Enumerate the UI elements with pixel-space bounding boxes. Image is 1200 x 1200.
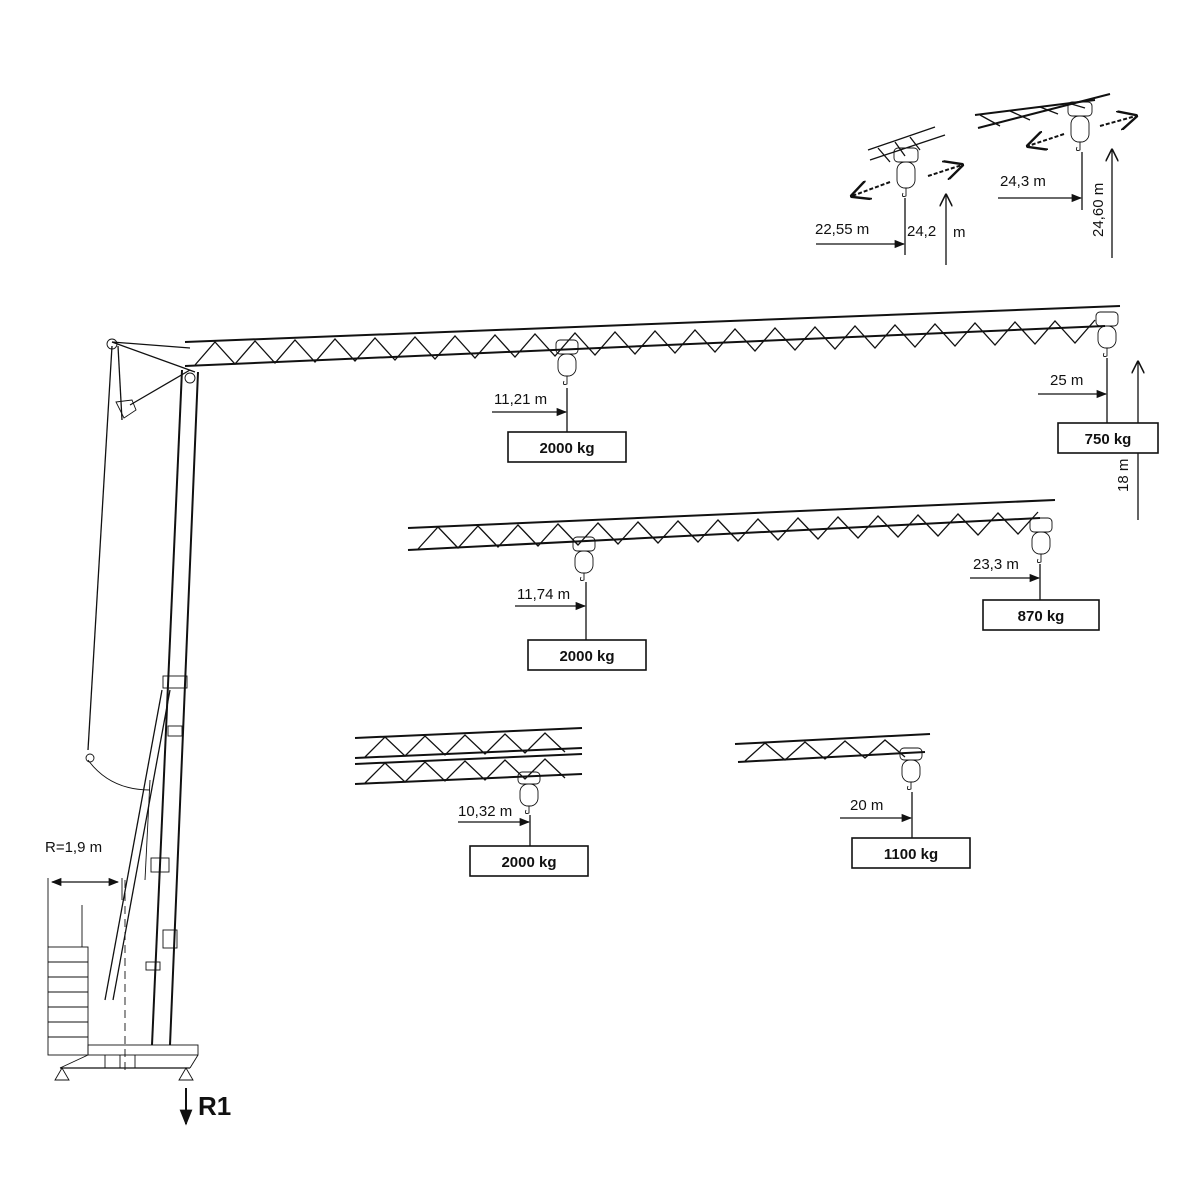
radius-second-tip: 23,3 m: [973, 556, 1019, 573]
load-second-tip: 870 kg: [1018, 608, 1065, 625]
height-top-left-value: 24,2: [907, 223, 936, 240]
reaction-label: R1: [198, 1091, 231, 1121]
second-jib: [407, 499, 1056, 640]
height-top-left-unit: m: [953, 224, 966, 241]
load-box-second-tip: [982, 599, 1100, 631]
radius-main-mid: 11,21 m: [494, 391, 547, 408]
load-main-mid: 2000 kg: [539, 440, 594, 457]
crane-mast: [47, 338, 199, 1126]
load-box-shortest: [851, 837, 971, 869]
load-box-short: [469, 845, 589, 877]
counterweight-radius-label: R=1,9 m: [45, 839, 102, 856]
radius-shortest: 20 m: [850, 797, 883, 814]
height-top-right: 24,60 m: [1090, 183, 1107, 237]
height-main-tip: 18 m: [1115, 459, 1132, 492]
load-main-tip: 750 kg: [1085, 431, 1132, 448]
short-jib: [354, 727, 583, 846]
load-short: 2000 kg: [501, 854, 556, 871]
load-box-main-mid: [507, 431, 627, 463]
main-jib: [184, 305, 1138, 520]
radius-second-mid: 11,74 m: [517, 586, 570, 603]
shortest-jib: [734, 733, 931, 838]
load-shortest: 1100 kg: [884, 846, 938, 863]
load-box-main-tip: [1057, 422, 1159, 454]
load-box-second-mid: [527, 639, 647, 671]
radius-top-right: 24,3 m: [1000, 173, 1046, 190]
radius-top-left: 22,55 m: [815, 221, 869, 238]
detail-top-left: [816, 126, 962, 265]
radius-main-tip: 25 m: [1050, 372, 1083, 389]
load-second-mid: 2000 kg: [559, 648, 614, 665]
detail-top-right: [974, 93, 1136, 258]
radius-short: 10,32 m: [458, 803, 512, 820]
